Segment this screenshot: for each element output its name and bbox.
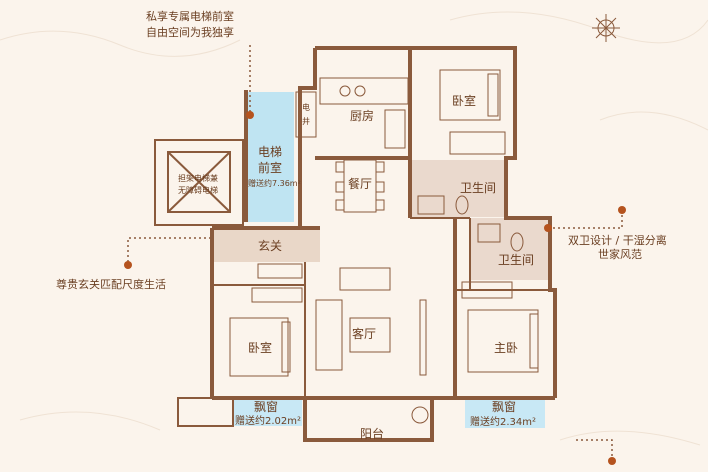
- label-elevator-shaft-2: 无障碍电梯: [178, 185, 218, 195]
- background-pattern: [0, 11, 708, 446]
- label-bay-window-right: 飘窗: [492, 400, 516, 414]
- label-bathroom-1: 卫生间: [460, 181, 496, 195]
- callout-top-line1: 私享专属电梯前室: [146, 9, 234, 23]
- callout-right-line2: 世家风范: [598, 247, 642, 261]
- callout-dot-entry: [544, 224, 552, 232]
- callout-dot-right: [618, 206, 626, 214]
- callout-right-line1: 双卫设计 / 干湿分离: [568, 233, 667, 247]
- callout-lines: [127, 45, 623, 458]
- label-bathroom-2: 卫生间: [498, 253, 534, 267]
- label-entrance: 玄关: [258, 238, 282, 253]
- label-elevator-lobby-gift: 赠送约7.36m²: [248, 178, 301, 188]
- furniture: [229, 69, 539, 424]
- label-kitchen: 厨房: [350, 108, 374, 123]
- elevator-lobby-area: [248, 92, 294, 222]
- label-electric-well-2: 井: [302, 116, 310, 126]
- label-bay-window-right-gift: 赠送约2.34m²: [470, 415, 536, 428]
- bathroom-2-floor: [470, 218, 550, 280]
- label-bedroom-left: 卧室: [248, 340, 272, 355]
- callout-dot-top: [246, 111, 254, 119]
- label-living: 客厅: [352, 326, 376, 341]
- label-elevator-lobby-2: 前室: [258, 160, 282, 175]
- label-bedroom-top: 卧室: [452, 93, 476, 108]
- label-bay-window-left-gift: 赠送约2.02m²: [235, 414, 301, 427]
- compass-icon: [592, 14, 620, 42]
- label-balcony: 阳台: [360, 426, 384, 441]
- callout-left: 尊贵玄关匹配尺度生活: [56, 277, 166, 291]
- label-master-bedroom: 主卧: [494, 341, 518, 355]
- label-electric-well-1: 电: [302, 102, 310, 112]
- callout-top-line2: 自由空间为我独享: [146, 25, 234, 39]
- inner-walls: [154, 139, 550, 427]
- label-elevator-lobby-1: 电梯: [258, 145, 282, 159]
- entrance-floor: [212, 228, 320, 262]
- label-elevator-shaft-1: 担架电梯兼: [178, 173, 218, 183]
- bay-window-right-area: [465, 398, 545, 428]
- callout-dot-left: [124, 261, 132, 269]
- bathroom-1-floor: [410, 160, 505, 217]
- label-dining: 餐厅: [348, 176, 372, 191]
- bay-window-left-area: [232, 398, 302, 426]
- label-bay-window-left: 飘窗: [254, 400, 278, 414]
- callout-dot-bottom: [608, 457, 616, 465]
